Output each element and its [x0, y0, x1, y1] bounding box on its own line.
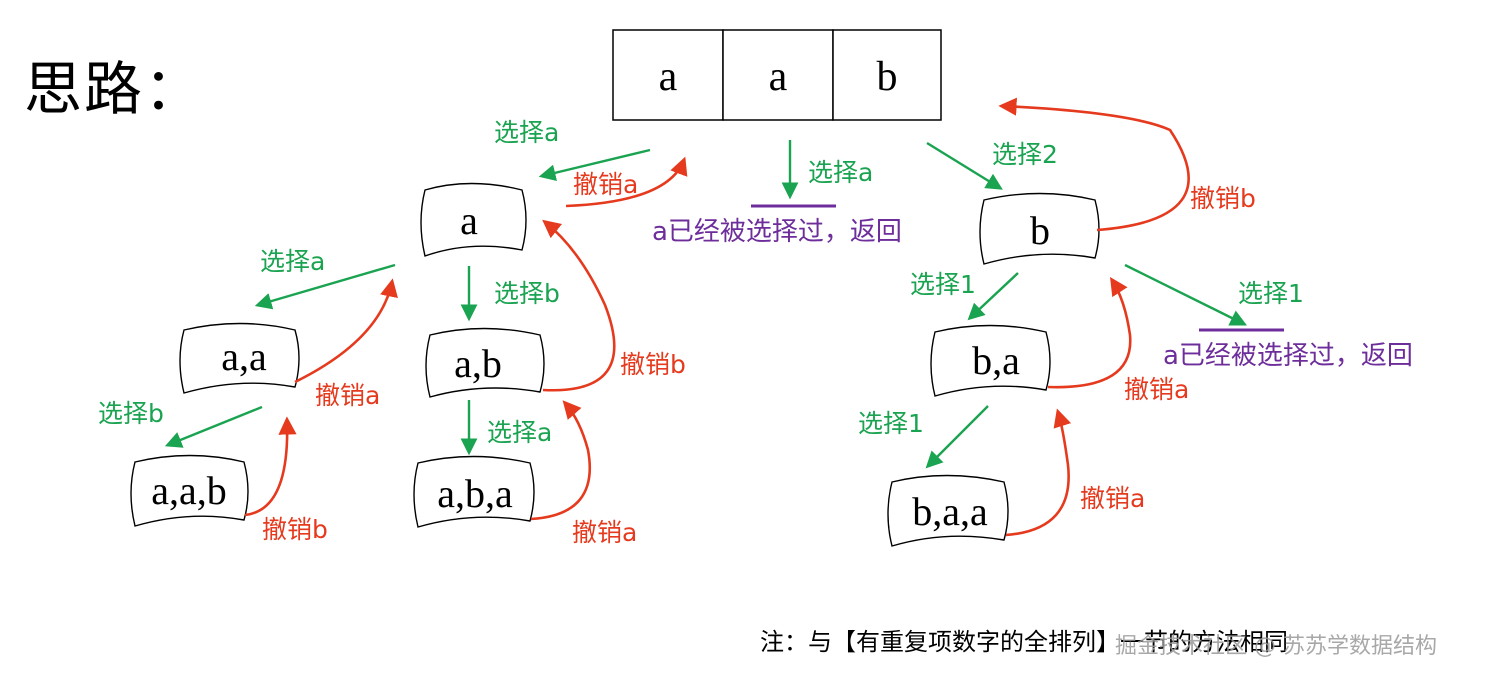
tree-node-ba: [930, 324, 1051, 397]
select-arrow: [925, 405, 989, 469]
tree-node-text: a: [460, 198, 478, 243]
tree-nodes: [130, 182, 1100, 547]
undo-arrow: [530, 400, 591, 521]
select-label: 选择b: [494, 279, 560, 308]
tree-node-text: b,a: [972, 338, 1020, 383]
visited-label: a已经被选择过，返回: [1163, 341, 1413, 371]
select-arrow: [164, 405, 263, 448]
array-cell: [832, 29, 942, 121]
tree-node-aab: [130, 454, 249, 527]
tree-node-text: b: [1030, 208, 1050, 253]
select-label: 选择1: [858, 409, 924, 438]
tree-node-text: a,b,a: [437, 471, 513, 516]
select-label: 选择a: [487, 418, 552, 447]
array-cell: [722, 29, 834, 121]
select-arrow: [538, 148, 651, 182]
undo-arrow: [542, 219, 616, 392]
select-label: 选择b: [98, 399, 164, 428]
undo-label: 撤销a: [572, 518, 637, 547]
input-array: a a b: [612, 29, 942, 121]
undo-arrow: [294, 278, 398, 384]
select-label: 选择a: [260, 247, 325, 276]
array-cell-text: a: [659, 54, 678, 100]
select-label: 选择1: [910, 270, 976, 299]
visited-label: a已经被选择过，返回: [652, 217, 902, 247]
select-label: 选择1: [1238, 279, 1304, 308]
select-arrow: [1124, 263, 1248, 326]
select-label: 选择a: [808, 158, 873, 187]
undo-label: 撤销a: [573, 170, 638, 199]
tree-node-baa: [887, 474, 1009, 547]
undo-label: 撤销b: [1190, 184, 1256, 213]
undo-label: 撤销a: [1124, 375, 1189, 404]
page-title: 思路：: [24, 55, 205, 123]
watermark: 掘金技术社区 @ 苏苏学数据结构: [1115, 634, 1437, 659]
tree-node-text: a,a,b: [151, 468, 227, 513]
select-arrow: [254, 263, 396, 310]
select-arrow: [967, 272, 1019, 321]
array-cell-text: b: [877, 54, 898, 100]
undo-arrow: [244, 416, 297, 517]
undo-arrow: [998, 97, 1190, 232]
footnote: 注：与【有重复项数字的全排列】一节的方法相同: [760, 628, 1288, 656]
undo-label: 撤销b: [262, 515, 328, 544]
select-arrow: [926, 141, 1003, 190]
select-arrows: [164, 140, 1248, 469]
tree-node-aa: [179, 322, 300, 394]
tree-node-a: [420, 182, 527, 257]
undo-label: 撤销a: [315, 381, 380, 410]
select-label: 选择a: [494, 118, 559, 147]
array-cell: [612, 29, 724, 121]
tree-node-aba: [413, 455, 535, 528]
tree-node-text: a,a: [221, 334, 267, 379]
array-cell-text: a: [769, 54, 788, 100]
undo-arrow: [1005, 408, 1072, 537]
select-label: 选择2: [992, 140, 1058, 169]
undo-label: 撤销b: [620, 350, 686, 379]
tree-node-text: b,a,a: [912, 489, 988, 534]
undo-arrows: [244, 97, 1190, 537]
tree-node-b: [979, 192, 1100, 265]
undo-arrow: [1047, 276, 1132, 389]
tree-node-text: a,b: [454, 341, 502, 386]
tree-node-ab: [425, 327, 545, 398]
undo-label: 撤销a: [1080, 484, 1145, 513]
undo-arrow: [565, 156, 688, 208]
